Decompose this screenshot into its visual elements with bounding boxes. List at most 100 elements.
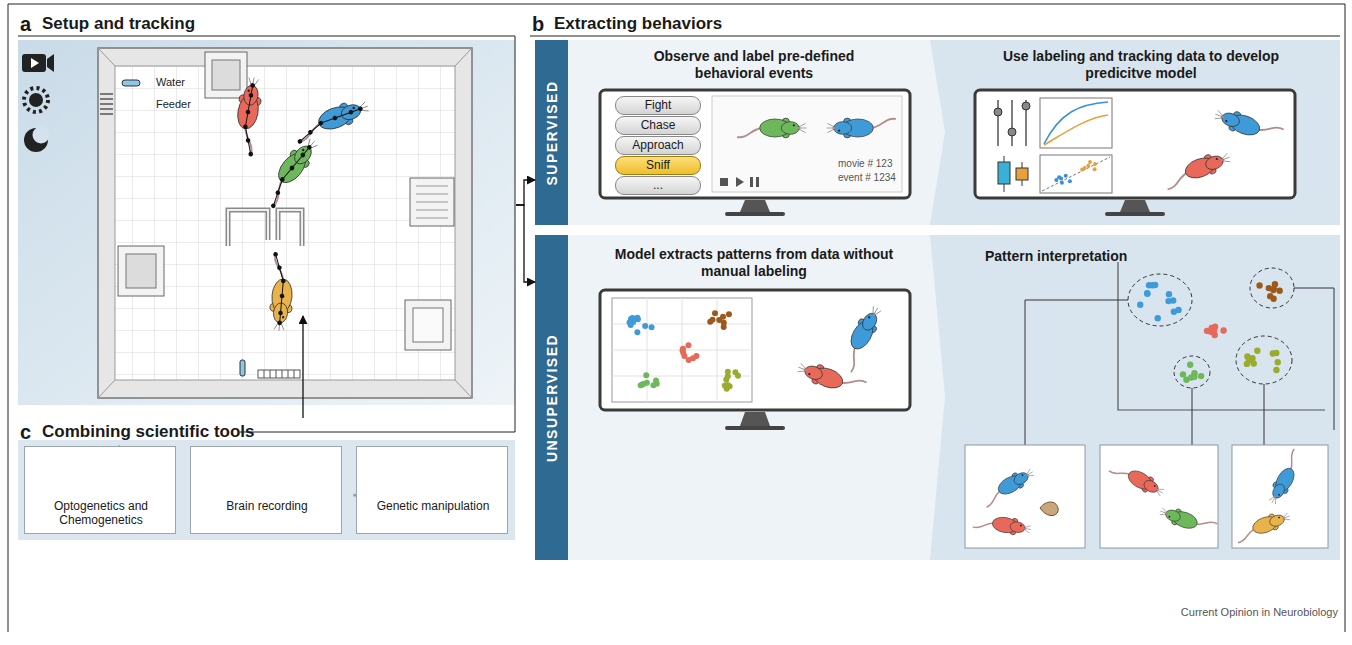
label-button: Sniff (615, 156, 701, 175)
node-text: Feeder (156, 98, 191, 111)
data-dot (726, 311, 732, 317)
panel-heading: Extracting behaviors (554, 14, 722, 34)
panel-ground (18, 40, 515, 405)
screen-step: Model extracts patterns from data withou… (572, 240, 936, 440)
video-frame (712, 96, 902, 192)
data-dot (1276, 288, 1282, 294)
data-dot (1088, 160, 1092, 164)
data-dot (1080, 167, 1084, 171)
data-dot (653, 378, 659, 384)
mouse (230, 76, 267, 157)
data-dot (686, 357, 692, 363)
data-dot (725, 369, 731, 375)
data-dot (1093, 167, 1097, 171)
node-text: SUPERVISED (543, 80, 560, 185)
header-rule (18, 36, 515, 37)
label-button: ... (615, 176, 701, 195)
data-dot (685, 342, 691, 348)
label-button: Fight (615, 96, 701, 115)
tool-box: Brain recording (190, 446, 342, 534)
panel: cCombining scientific toolsOptogenetics … (14, 418, 516, 542)
moon-icon (24, 127, 50, 153)
panel-ground (18, 440, 515, 540)
node-text: Pattern interpretation (985, 248, 1127, 265)
mouse (1233, 508, 1293, 543)
camera-icon (22, 54, 54, 72)
node-text: Model extracts patterns from data withou… (614, 246, 894, 280)
data-dot (1144, 290, 1150, 296)
mouse (973, 511, 1033, 537)
monitor (600, 90, 910, 216)
data-dot (628, 316, 634, 322)
data-dot (727, 383, 733, 389)
data-dot (712, 310, 718, 316)
monitor (600, 290, 910, 430)
node-text: Observe and label pre-defined behavioral… (624, 48, 884, 82)
label-button: Approach (615, 136, 701, 155)
unsupervised-band (535, 235, 1340, 560)
node-text: Genetic manipulation (363, 499, 503, 513)
panel-heading: Combining scientific tools (42, 422, 255, 442)
node-text: Sniff (616, 158, 700, 172)
label-button: Chase (615, 116, 701, 135)
screen-step: Observe and label pre-defined behavioral… (572, 44, 936, 222)
data-dot (1273, 367, 1279, 373)
data-dot (1165, 298, 1171, 304)
node-text: Chase (616, 118, 700, 132)
data-dot (721, 324, 727, 330)
panel-heading: Setup and tracking (42, 14, 195, 34)
data-dot (1246, 357, 1252, 363)
data-dot (1191, 374, 1197, 380)
node-text: Use labeling and tracking data to develo… (991, 48, 1291, 82)
data-dot (1198, 373, 1204, 379)
panel: aSetup and trackingWaterFeeder (14, 8, 516, 408)
mouse (1109, 457, 1167, 500)
mouse (835, 303, 887, 373)
panel-rule (515, 36, 516, 432)
data-dot (1137, 302, 1143, 308)
data-dot (1256, 282, 1262, 288)
data-dot (1187, 361, 1193, 367)
data-dot (1060, 181, 1064, 185)
data-dot (640, 381, 646, 387)
screen-step: Use labeling and tracking data to develo… (945, 44, 1337, 222)
method-band: SUPERVISED Observe and label pre-defined … (535, 40, 1340, 225)
header-rule (530, 36, 1340, 37)
tool-box: Optogenetics and Chemogenetics (24, 446, 176, 534)
data-dot (1152, 282, 1158, 288)
node-text: UNSUPERVISED (543, 333, 560, 461)
data-dot (1180, 371, 1186, 377)
mouse (795, 358, 867, 400)
node-text: Optogenetics and Chemogenetics (31, 499, 171, 528)
node-text: Brain recording (197, 499, 337, 513)
data-dot (649, 324, 655, 330)
cluster-plot (965, 262, 1334, 548)
monitor (975, 90, 1295, 216)
node-text: ... (616, 178, 700, 192)
data-dot (1254, 348, 1260, 354)
screen-step: Pattern interpretation (945, 240, 1337, 556)
data-dot (634, 315, 640, 321)
frame (8, 4, 1345, 632)
header-rule (240, 432, 515, 433)
flow-arrow (516, 180, 535, 205)
flow-arrow (302, 316, 303, 418)
data-dot (1266, 285, 1272, 291)
panel: bExtracting behaviorsSUPERVISEDObserve a… (528, 8, 1344, 564)
sun-icon (24, 88, 48, 112)
data-dot (1086, 164, 1090, 168)
mouse (267, 252, 297, 332)
supervised-band (535, 40, 1340, 225)
data-dot (1220, 327, 1226, 333)
panel-letter: a (20, 12, 31, 36)
data-dot (1270, 350, 1276, 356)
data-dot (1272, 281, 1278, 287)
mouse (1158, 503, 1218, 538)
method-band: UNSUPERVISED Model extracts patterns from… (535, 235, 1340, 560)
mouse (827, 118, 896, 138)
data-dot (680, 346, 686, 352)
mouse (737, 118, 806, 138)
data-dot (1267, 293, 1273, 299)
data-dot (723, 376, 729, 382)
data-dot (1146, 282, 1152, 288)
